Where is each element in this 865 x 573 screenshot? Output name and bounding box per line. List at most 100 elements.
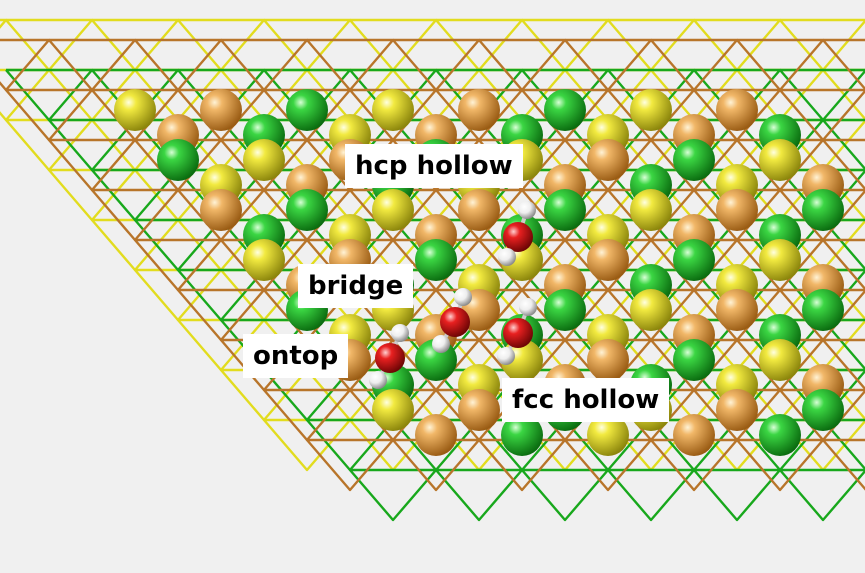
bridge-label: bridge	[298, 264, 414, 308]
hydrogen-atom	[497, 347, 515, 365]
second-layer-atom	[802, 389, 844, 431]
top-layer-atom	[587, 139, 629, 181]
third-layer-atom	[243, 139, 285, 181]
third-layer-atom	[243, 239, 285, 281]
water-molecule	[497, 298, 537, 365]
top-layer-atom	[716, 89, 758, 131]
bond-triangle	[134, 238, 223, 292]
bond-triangle	[822, 438, 865, 491]
water-molecule	[369, 324, 409, 389]
top-layer-atom	[587, 239, 629, 281]
bond-triangle	[91, 188, 180, 242]
bond-triangle	[177, 288, 266, 342]
bond-triangle	[435, 468, 524, 522]
bond-triangle	[48, 38, 137, 92]
oxygen-atom	[503, 222, 533, 252]
bond-triangle	[349, 468, 438, 522]
bond-triangle	[521, 468, 610, 522]
bond-triangle	[521, 18, 610, 72]
top-layer-atom	[716, 389, 758, 431]
bond-triangle	[349, 68, 438, 122]
hydrogen-atom	[518, 201, 536, 219]
bond-triangle	[220, 38, 309, 92]
bond-triangle	[779, 18, 865, 72]
bond-triangle	[779, 468, 865, 522]
hydrogen-atom	[432, 335, 450, 353]
ontop-label: ontop	[243, 334, 349, 378]
second-layer-atom	[802, 189, 844, 231]
bond-triangle	[91, 168, 180, 222]
top-layer-atom	[458, 189, 500, 231]
hydrogen-atom	[369, 371, 387, 389]
third-layer-atom	[587, 414, 629, 456]
bond-triangle	[134, 38, 223, 92]
bond-triangle	[392, 38, 481, 92]
bond-triangle	[48, 168, 137, 222]
bond-triangle	[607, 68, 696, 122]
hydrogen-atom	[391, 324, 409, 342]
top-layer-atom	[458, 389, 500, 431]
oxygen-atom	[375, 343, 405, 373]
fcc-hollow-label: fcc hollow	[502, 378, 670, 422]
bond-triangle	[736, 38, 825, 92]
bond-triangle	[693, 468, 782, 522]
hcp-hollow-label: hcp hollow	[345, 144, 523, 188]
bond-triangle	[607, 18, 696, 72]
top-layer-atom	[200, 189, 242, 231]
hydrogen-atom	[519, 298, 537, 316]
bond-triangle	[48, 118, 137, 172]
bond-triangle	[306, 418, 395, 472]
bond-triangle	[177, 18, 266, 72]
bond-triangle	[650, 38, 739, 92]
bond-triangle	[822, 218, 865, 271]
third-layer-atom	[630, 289, 672, 331]
bond-triangle	[177, 268, 266, 322]
surface-atoms	[114, 89, 844, 456]
bond-triangle	[177, 68, 266, 122]
third-layer-atom	[759, 339, 801, 381]
hydrogen-atom	[454, 288, 472, 306]
bond-triangle	[263, 418, 352, 472]
bond-triangle	[263, 388, 352, 442]
third-layer-atom	[372, 389, 414, 431]
bond-triangle	[0, 18, 8, 29]
bond-triangle	[822, 418, 865, 471]
bond-triangle	[822, 318, 865, 371]
bond-triangle	[607, 468, 696, 522]
third-layer-atom	[114, 89, 156, 131]
third-layer-atom	[630, 189, 672, 231]
bond-triangle	[693, 18, 782, 72]
third-layer-atom	[759, 139, 801, 181]
bond-triangle	[306, 38, 395, 92]
bond-triangle	[48, 138, 137, 192]
oxygen-atom	[503, 318, 533, 348]
second-layer-atom	[544, 289, 586, 331]
bond-triangle	[822, 338, 865, 391]
second-layer-atom	[286, 89, 328, 131]
bond-triangle	[779, 88, 865, 142]
second-layer-atom	[501, 414, 543, 456]
second-layer-atom	[157, 139, 199, 181]
bond-triangle	[0, 38, 51, 92]
bond-triangle	[779, 68, 865, 122]
top-layer-atom	[716, 189, 758, 231]
bond-triangle	[822, 238, 865, 291]
top-layer-atom	[587, 339, 629, 381]
top-layer-atom	[716, 289, 758, 331]
bond-triangle	[263, 18, 352, 72]
bond-triangle	[134, 268, 223, 322]
bond-triangle	[693, 68, 782, 122]
second-layer-atom	[544, 89, 586, 131]
bond-triangle	[91, 218, 180, 272]
bond-triangle	[91, 68, 180, 122]
bond-triangle	[5, 18, 94, 72]
second-layer-atom	[544, 189, 586, 231]
top-layer-atom	[200, 89, 242, 131]
bond-triangle	[5, 118, 94, 172]
second-layer-atom	[673, 239, 715, 281]
second-layer-atom	[673, 339, 715, 381]
second-layer-atom	[415, 239, 457, 281]
second-layer-atom	[759, 414, 801, 456]
water-molecule	[432, 288, 472, 353]
